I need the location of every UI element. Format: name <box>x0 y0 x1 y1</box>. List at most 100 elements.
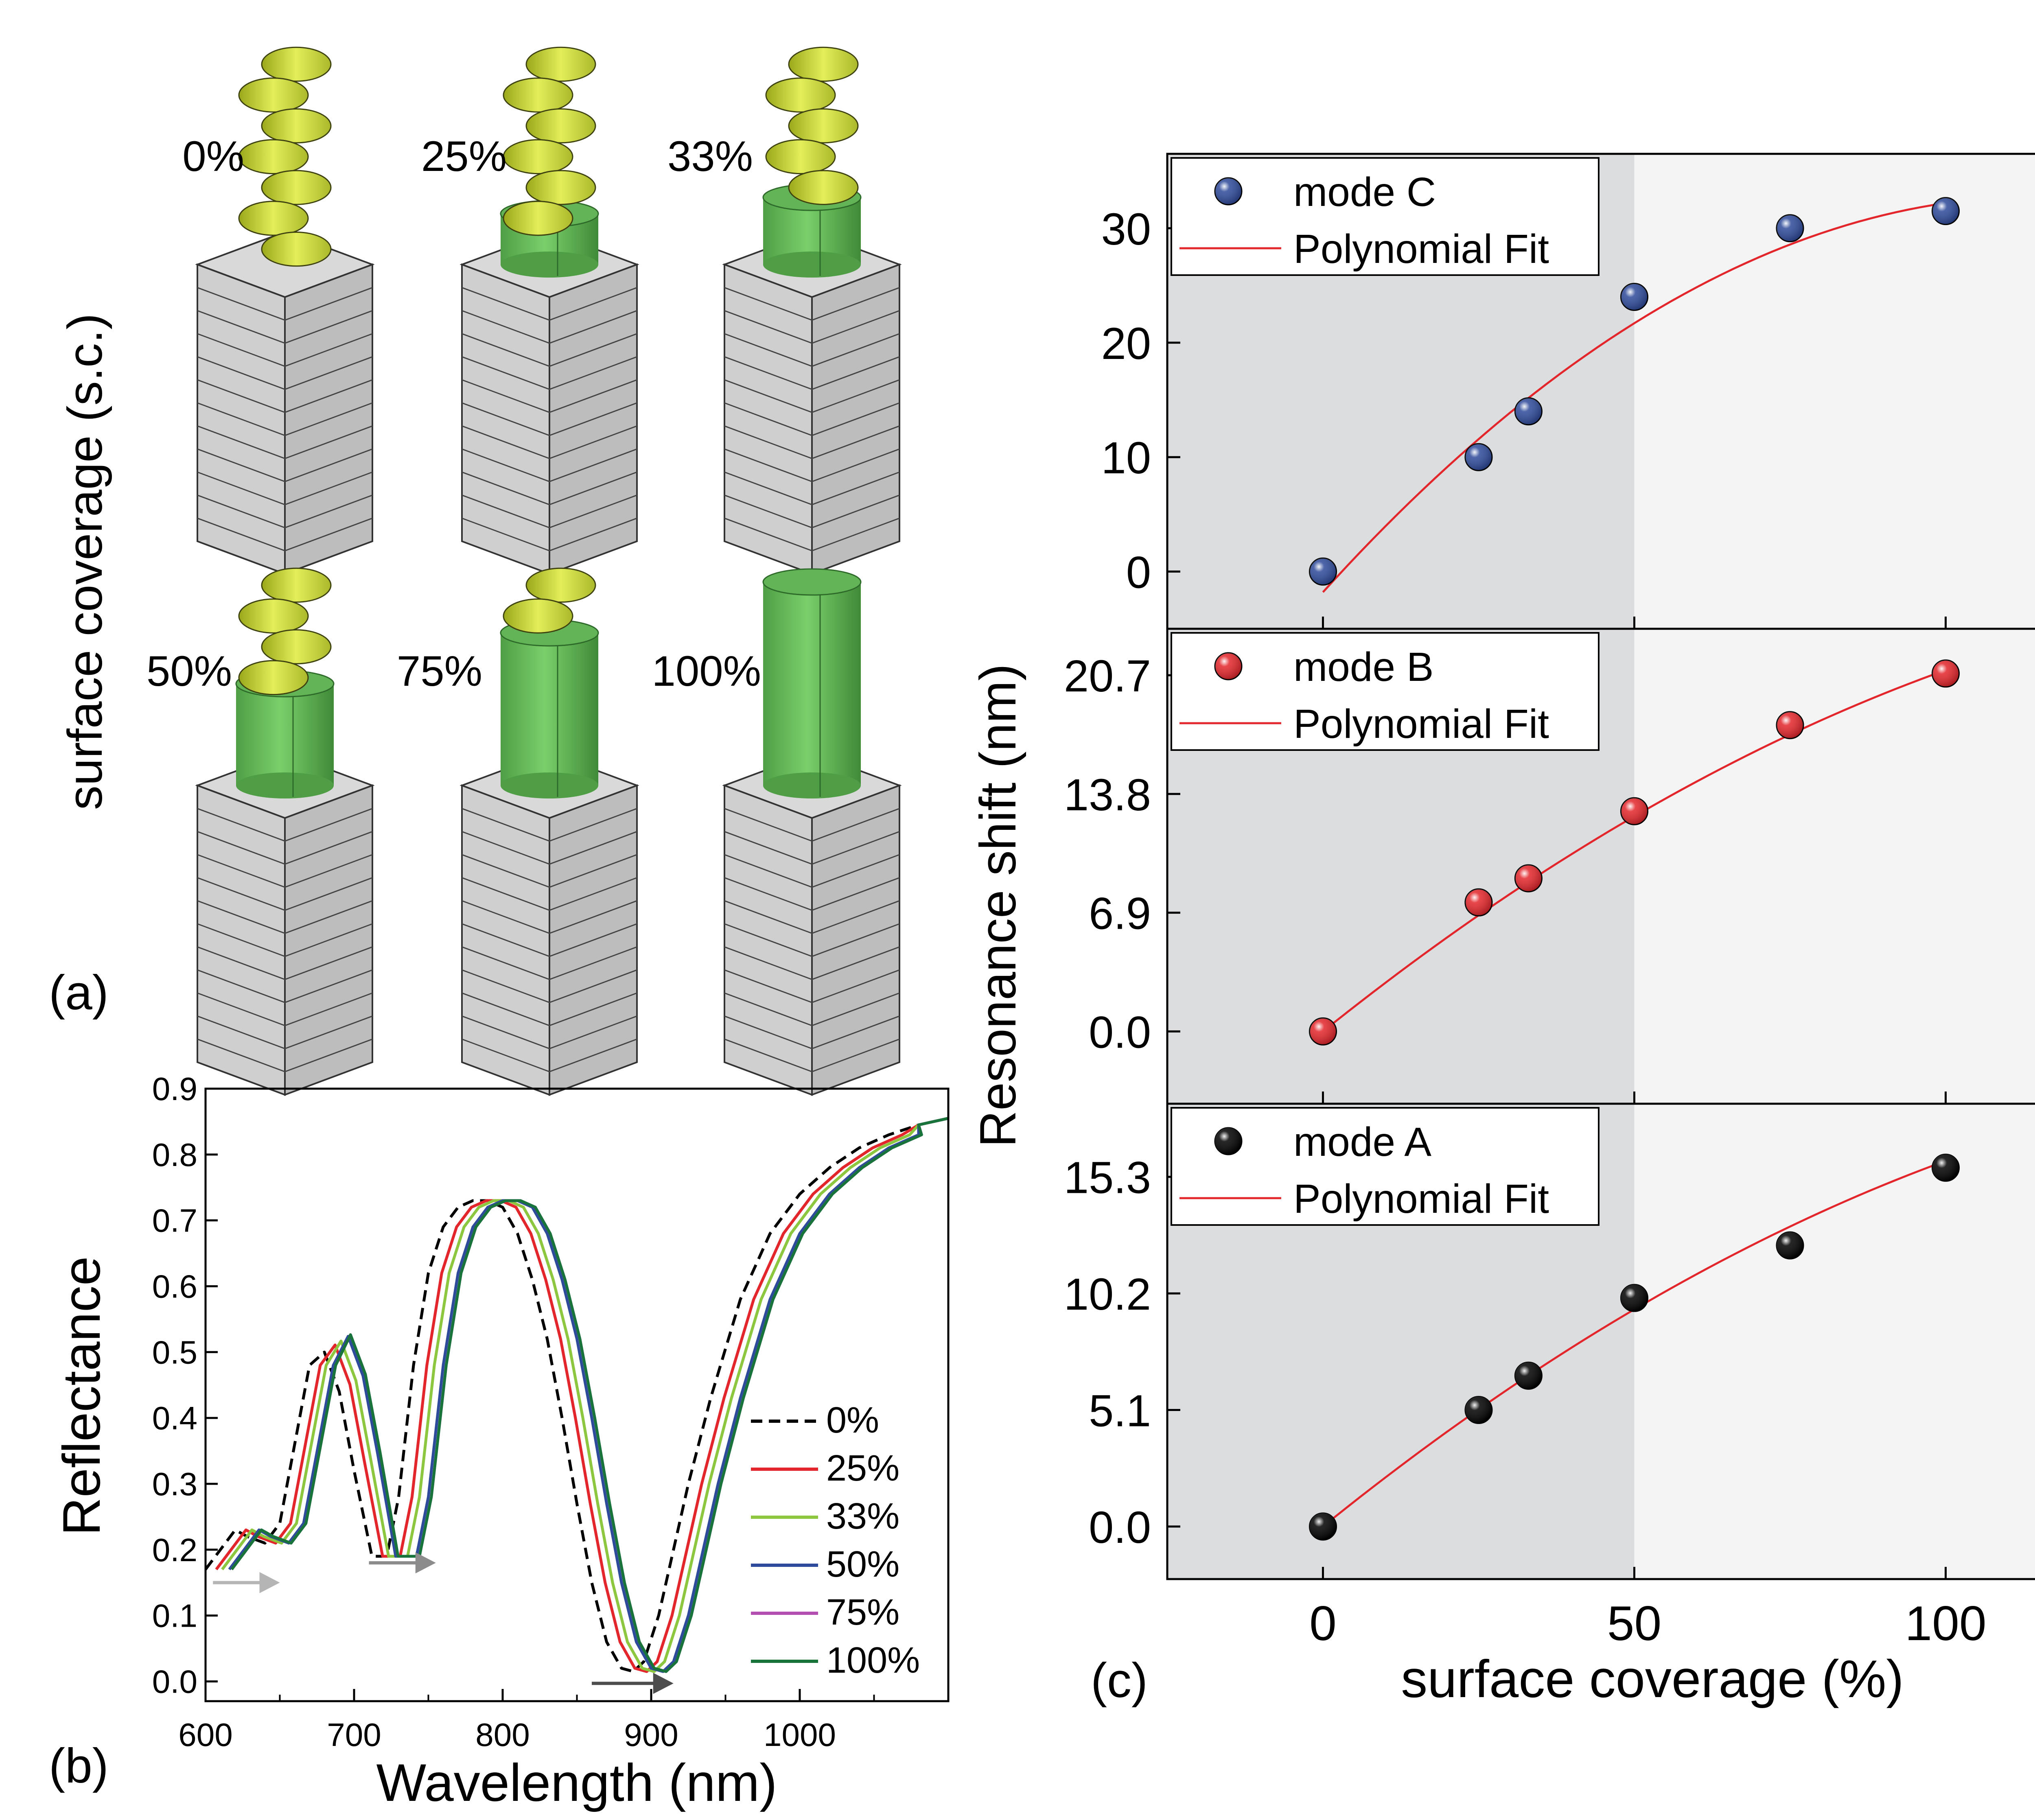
spiral-turn <box>503 139 573 175</box>
coverage-label: 0% <box>182 133 244 180</box>
block-layer-line <box>462 969 637 1003</box>
spiral-turn <box>525 108 596 144</box>
spiral-turn <box>261 108 332 144</box>
y-tick-label: 20.7 <box>1064 651 1151 701</box>
light-region <box>1634 629 2035 1104</box>
data-point-gloss <box>1932 197 1959 225</box>
spiral-turn <box>788 108 859 144</box>
y-tick-label: 30 <box>1101 204 1151 254</box>
block-layer-line <box>197 356 373 390</box>
block-layer-line <box>197 494 373 529</box>
block-layer-line <box>197 900 373 934</box>
y-tick-label: 0.6 <box>152 1268 197 1304</box>
block-layer-line <box>724 808 900 842</box>
reflectance-xlabel: Wavelength (nm) <box>376 1753 777 1812</box>
spiral-turn <box>238 660 309 696</box>
pillar-4: 75% <box>397 567 639 1096</box>
series-line-0% <box>204 1117 949 1673</box>
spiral-turn <box>261 629 332 665</box>
spiral-turn <box>503 598 573 634</box>
y-tick-label: 0.7 <box>152 1203 197 1239</box>
data-point-gloss <box>1465 444 1492 471</box>
panel-a-axis-title: surface coverage (s.c.) <box>58 313 112 810</box>
x-tick-label: 900 <box>624 1717 678 1753</box>
data-point-gloss <box>1932 660 1959 687</box>
spiral-turn <box>261 46 332 82</box>
y-tick-label: 6.9 <box>1089 889 1151 939</box>
y-tick-label: 0.0 <box>152 1663 197 1700</box>
block-layer-line <box>462 356 637 390</box>
block-layer-line <box>462 854 637 888</box>
reflectance-curves <box>204 1117 949 1673</box>
data-point-gloss <box>1621 283 1648 311</box>
pillar-1: 25% <box>421 46 639 575</box>
x-tick-label: 100 <box>1905 1596 1986 1651</box>
light-region <box>1634 1104 2035 1579</box>
data-point-gloss <box>1309 1513 1337 1540</box>
y-tick-label: 15.3 <box>1064 1153 1151 1203</box>
data-point-gloss <box>1777 711 1803 739</box>
series-line-33% <box>221 1117 949 1673</box>
block-layer-line <box>197 517 373 551</box>
spiral-turn <box>525 567 596 603</box>
arrow-head <box>415 1552 436 1574</box>
cylinder-bottom <box>763 252 861 278</box>
legend-box <box>1171 632 1600 751</box>
data-point-gloss <box>1515 1362 1542 1389</box>
legend-point-label: mode B <box>1293 644 1434 690</box>
block-layer-line <box>197 287 373 321</box>
block-layer-line <box>197 831 373 865</box>
y-tick-label: 0.8 <box>152 1137 197 1173</box>
series-line-100% <box>230 1117 949 1673</box>
block-layer-line <box>462 333 637 367</box>
data-point-gloss <box>1465 889 1492 916</box>
x-tick-label: 800 <box>475 1717 530 1753</box>
legend-label: 50% <box>826 1544 899 1585</box>
block-layer-line <box>724 425 900 459</box>
y-tick-label: 5.1 <box>1089 1386 1151 1436</box>
block-layer-line <box>724 287 900 321</box>
resonance-ylabel: Resonance shift (nm) <box>970 664 1026 1147</box>
block-layer-line <box>462 900 637 934</box>
block-layer-line <box>462 448 637 482</box>
pillar-3: 50% <box>147 567 375 1096</box>
spiral-turn <box>765 139 836 175</box>
block-layer-line <box>462 471 637 505</box>
block-layer-line <box>724 900 900 934</box>
legend-label: 25% <box>826 1448 899 1489</box>
block-layer-line <box>724 448 900 482</box>
block-layer-line <box>462 1038 637 1072</box>
block-layer-line <box>462 379 637 413</box>
pillar-0: 0% <box>182 46 375 575</box>
data-point-gloss <box>1777 214 1803 242</box>
block-layer-line <box>197 969 373 1003</box>
legend-fit-label: Polynomial Fit <box>1293 226 1549 272</box>
block-layer-line <box>724 1038 900 1072</box>
block-layer-line <box>197 471 373 505</box>
panel-a-illustration: surface coverage (s.c.) (a) 0%25%33%50%7… <box>49 46 902 1096</box>
y-tick-label: 10 <box>1101 433 1151 483</box>
spiral-turn <box>503 77 573 113</box>
data-point-gloss <box>1309 1018 1337 1045</box>
legend-label: 33% <box>826 1496 899 1537</box>
spiral-turn <box>261 232 332 267</box>
block-layer-line <box>462 992 637 1026</box>
data-point-gloss <box>1515 865 1542 892</box>
y-tick-label: 0.3 <box>152 1466 197 1502</box>
block-layer-line <box>462 831 637 865</box>
cylinder-top <box>762 568 862 596</box>
block-layer-line <box>724 379 900 413</box>
block-layer-line <box>197 379 373 413</box>
spiral-turn <box>238 139 309 175</box>
cylinder-bottom <box>763 772 861 798</box>
block-layer-line <box>724 402 900 436</box>
block-layer-line <box>724 831 900 865</box>
legend-point-label: mode C <box>1293 169 1436 215</box>
spiral-turn <box>238 77 309 113</box>
block-layer-line <box>462 310 637 344</box>
cylinder-body <box>501 633 598 785</box>
block-layer-line <box>724 854 900 888</box>
coverage-label: 33% <box>667 133 753 180</box>
